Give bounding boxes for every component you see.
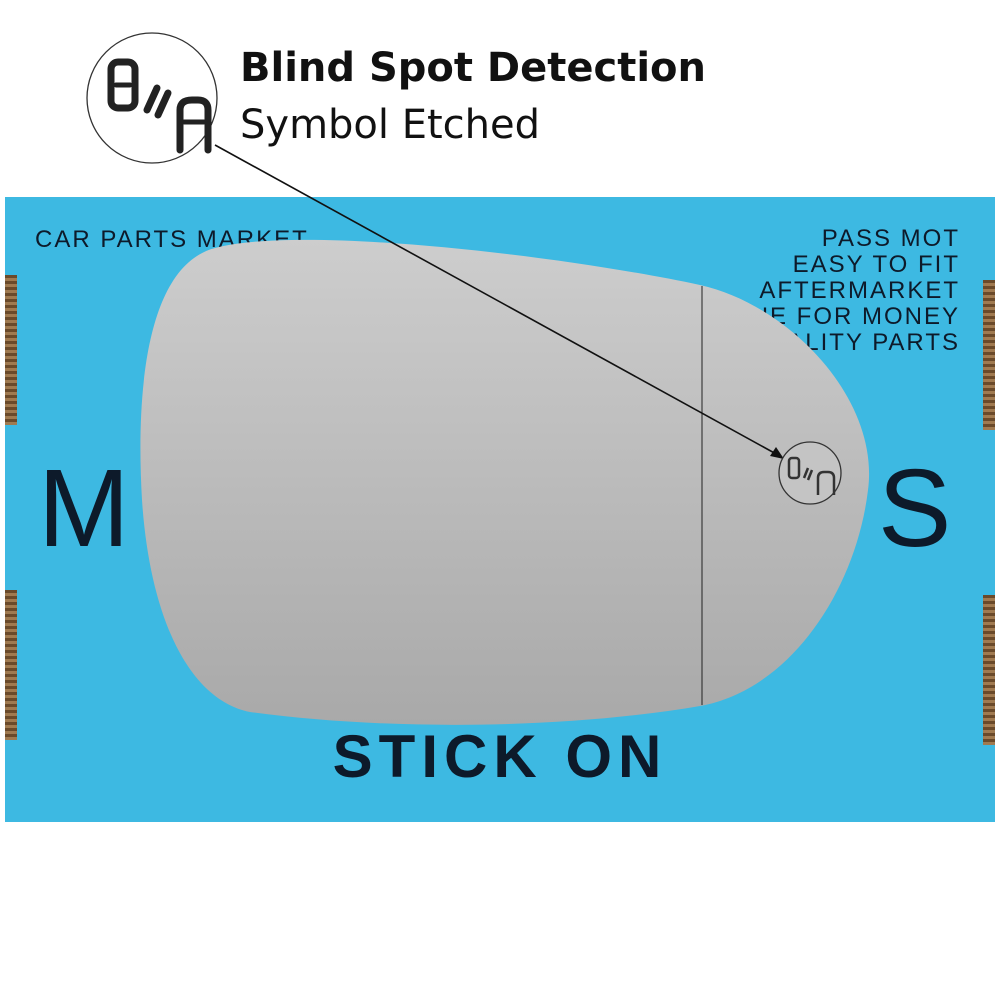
big-letter-right: S (878, 447, 952, 570)
box-edge-tab (983, 280, 995, 430)
feature-item: EASY TO FIT (792, 251, 960, 278)
etched-blind-spot-icon (787, 456, 836, 495)
blind-spot-car-icon (107, 58, 212, 154)
big-letter-left: M (38, 447, 130, 570)
stick-on-label: STICK ON (332, 723, 668, 790)
arrowhead-icon (770, 447, 784, 459)
box-edge-tab (983, 595, 995, 745)
box-edge-tab (5, 590, 17, 740)
callout-arrow (214, 144, 779, 456)
feature-item: PASS MOT (821, 225, 960, 252)
callout-title: Blind Spot Detection (240, 45, 706, 91)
box-edge-tab (5, 275, 17, 425)
mirror-glass (140, 239, 870, 725)
feature-item: AFTERMARKET (759, 277, 960, 304)
callout-subtitle: Symbol Etched (240, 102, 541, 148)
